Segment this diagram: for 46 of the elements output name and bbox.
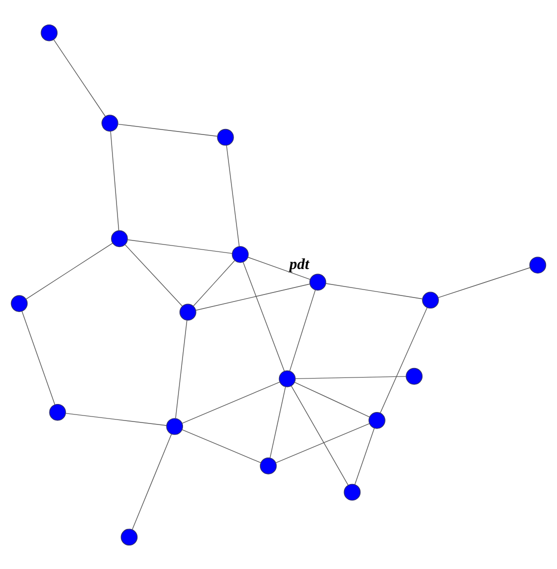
connector: [65, 412, 167, 426]
connector: [438, 266, 530, 298]
connector: [193, 260, 235, 306]
node-circle: [10, 294, 28, 312]
connector: [354, 427, 375, 484]
node-circle: [422, 291, 439, 308]
connector: [26, 242, 113, 299]
node-circle: [232, 246, 249, 262]
connector: [118, 123, 218, 136]
node-circle: [40, 24, 58, 41]
connector: [124, 244, 183, 306]
connector: [289, 289, 316, 371]
connector: [132, 433, 172, 530]
connector: [325, 282, 423, 299]
connector: [196, 283, 310, 310]
connector: [248, 256, 310, 280]
connector: [22, 310, 56, 404]
node-circle: [278, 370, 296, 387]
connector: [242, 261, 285, 371]
connector: [275, 422, 370, 463]
node-circle: [179, 303, 196, 320]
node-circle: [260, 457, 277, 474]
connector: [175, 319, 188, 418]
connector: [127, 238, 232, 254]
connector: [110, 130, 120, 230]
node-circle: [120, 528, 138, 546]
node-circle: [529, 256, 546, 274]
node-circle: [217, 128, 234, 146]
node-circle: [368, 412, 386, 428]
node-circle: [49, 403, 66, 420]
connector: [270, 386, 286, 458]
connector: [182, 381, 280, 424]
node-circle: [344, 483, 361, 500]
connector: [294, 381, 370, 417]
node-circle: [166, 418, 184, 434]
node-circle: [406, 367, 423, 384]
connector: [380, 306, 428, 413]
node-circle: [309, 273, 326, 290]
connector: [226, 144, 240, 246]
connector: [290, 385, 348, 485]
node-label: pdt: [289, 255, 310, 272]
connector: [295, 376, 406, 379]
node-circle: [102, 114, 118, 132]
connector: [53, 38, 106, 116]
connector: [182, 428, 261, 463]
node-circle: [111, 230, 128, 247]
